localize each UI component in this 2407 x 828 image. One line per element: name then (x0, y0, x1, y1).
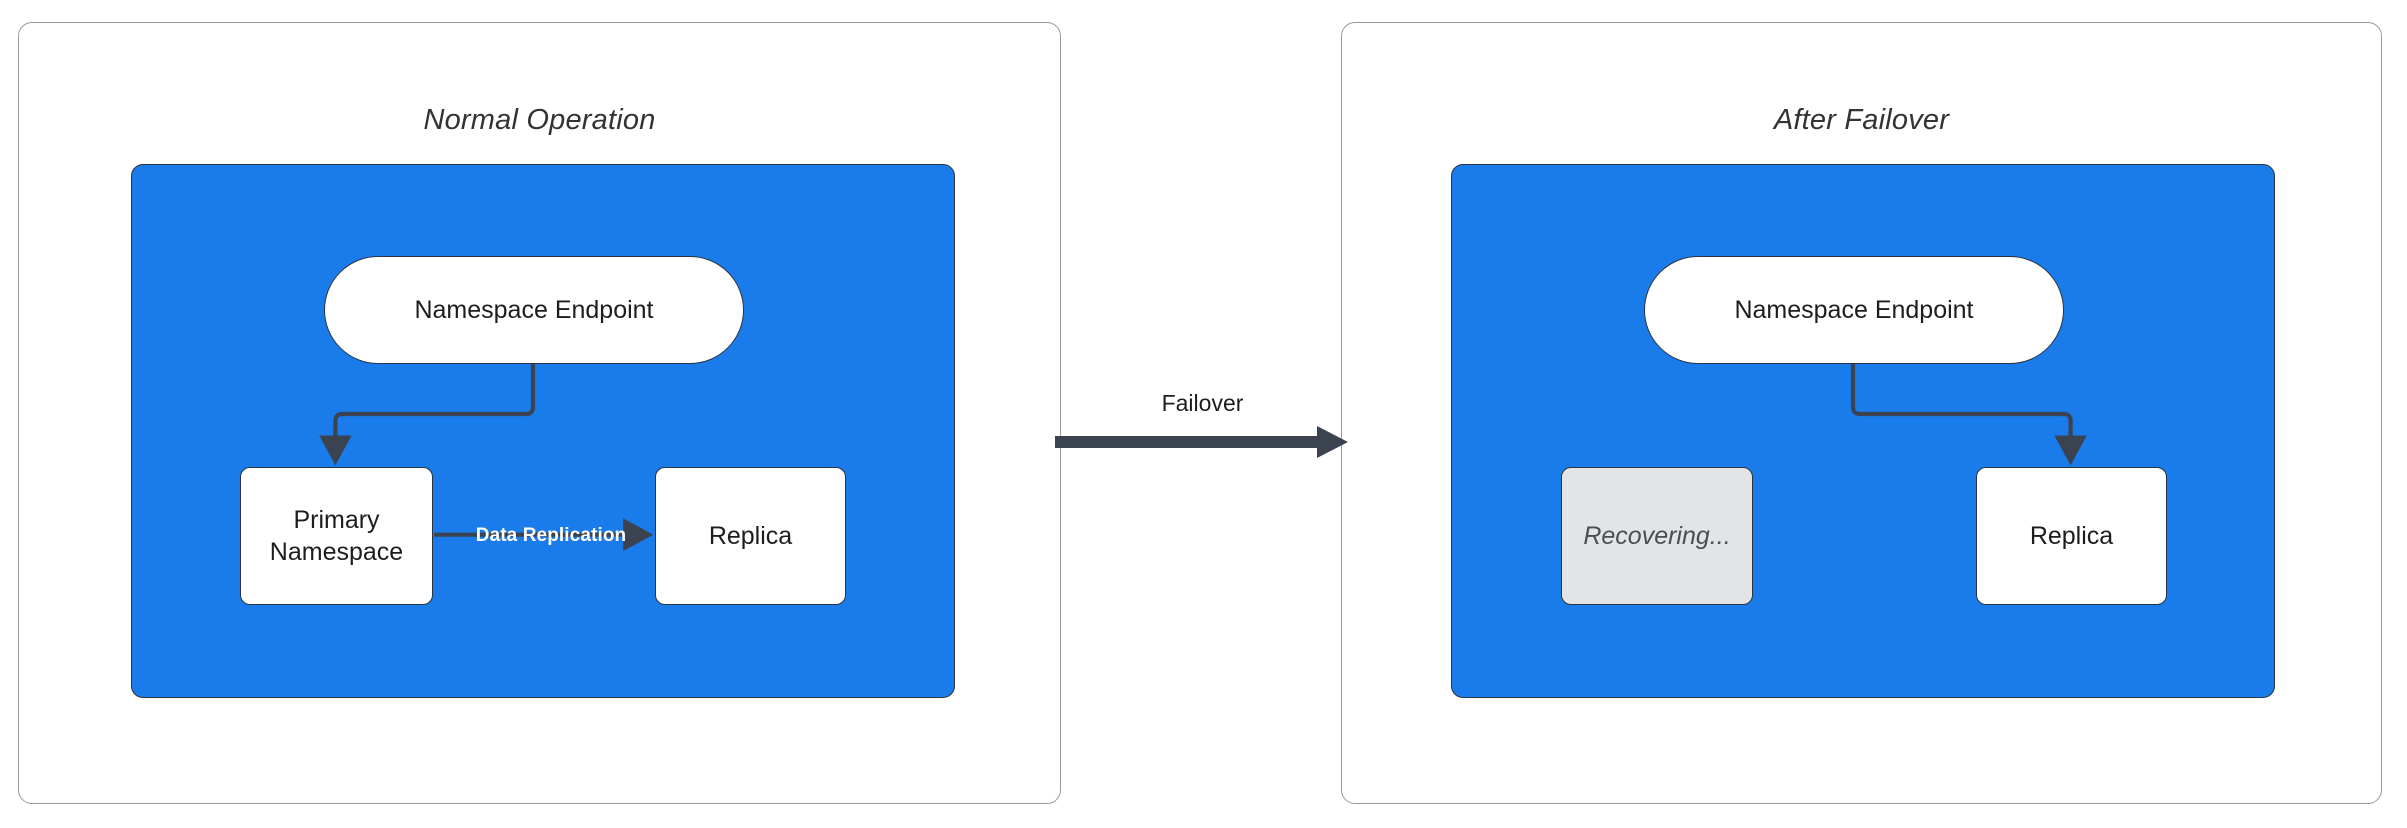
node-label: Namespace Endpoint (414, 296, 654, 324)
blue-region-left (131, 164, 955, 698)
panel-left-title: Normal Operation (423, 104, 656, 136)
panel-normal-operation: Normal Operation Namespace Endpoint Prim (18, 22, 1061, 804)
panel-after-failover: After Failover Namespace Endpoint Recove… (1341, 22, 2382, 804)
node-label: Replica (2029, 522, 2114, 550)
arrow-right-icon (1055, 426, 1348, 458)
node-label: Replica (708, 522, 793, 550)
failover-label: Failover (1161, 390, 1244, 416)
node-replica-left[interactable]: Replica (655, 467, 846, 605)
panel-right-title: After Failover (1773, 104, 1950, 136)
node-replica-right[interactable]: Replica (1976, 467, 2167, 605)
blue-region-right (1451, 164, 2275, 698)
node-label-line1: Primary (293, 506, 380, 534)
failover-transition: Failover (1055, 390, 1350, 480)
node-label-line2: Namespace (269, 538, 404, 566)
node-label: Namespace Endpoint (1734, 296, 1974, 324)
edge-label-data-replication: Data Replication (475, 525, 627, 546)
node-namespace-endpoint-left[interactable]: Namespace Endpoint (324, 256, 744, 364)
node-label: Primary Namespace (270, 504, 403, 568)
node-namespace-endpoint-right[interactable]: Namespace Endpoint (1644, 256, 2064, 364)
node-primary-namespace[interactable]: Primary Namespace (240, 467, 433, 605)
node-label: Recovering... (1583, 522, 1731, 550)
node-recovering[interactable]: Recovering... (1561, 467, 1753, 605)
